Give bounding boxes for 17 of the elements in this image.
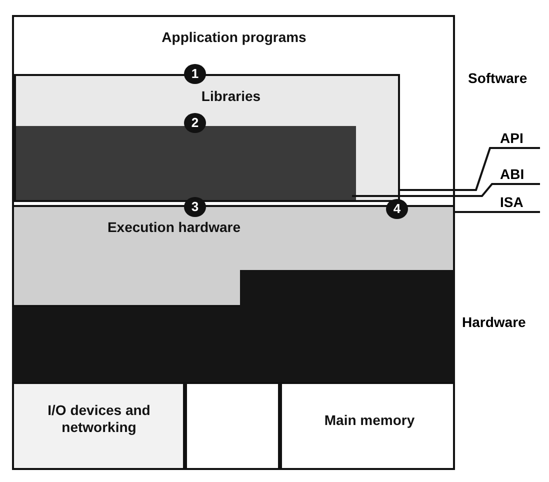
layer-group-label: Software <box>468 70 528 86</box>
layer-name: Application programs <box>160 29 308 46</box>
component-box <box>280 382 455 470</box>
layer-name: Main memory <box>323 412 416 429</box>
leader-line <box>455 211 541 213</box>
layer-name: Libraries <box>200 88 262 105</box>
interface-label: API <box>500 130 524 146</box>
interface-label: ABI <box>500 166 524 182</box>
layer-name: Execution hardware <box>106 219 242 236</box>
component-box <box>185 382 280 470</box>
leader-line <box>352 183 540 197</box>
interface-label: ISA <box>500 194 524 210</box>
leader-line <box>398 147 540 191</box>
layer-group-label: Hardware <box>462 314 526 330</box>
component-box <box>12 382 185 470</box>
layer-name: I/O devices and networking <box>46 402 152 436</box>
layer-band <box>16 126 356 200</box>
